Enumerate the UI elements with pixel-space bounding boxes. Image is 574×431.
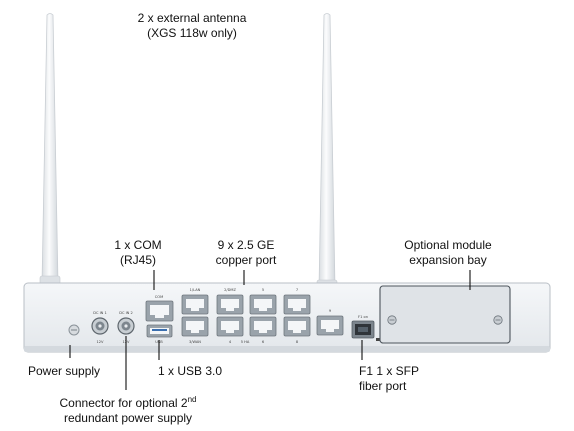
ge-label-line2: copper port [215,253,277,267]
module-label: Optional module expansion bay [392,238,504,268]
ge-label-line1: 9 x 2.5 GE [217,238,275,252]
rj45-port-bottom-2 [216,316,244,337]
port-9-text: 9 [329,309,332,313]
ge-label: 9 x 2.5 GE copper port [200,238,292,268]
connector-label: Connector for optional 2nd redundant pow… [42,392,214,426]
com-port: COM [145,295,174,322]
port-1-lan-text: 1/LAN [190,288,201,292]
com-label: 1 x COM (RJ45) [104,238,172,268]
rj45-port-top-1 [181,294,209,315]
connector-label-sup: nd [187,395,197,404]
dc-in-2-text: DC IN 2 [119,311,133,315]
antenna-label-line2: (XGS 118w only) [147,26,237,40]
rj45-port-top-4 [283,294,311,315]
module-label-line1: Optional module [404,238,492,252]
port-5-ha-text: 5 HA [241,340,250,344]
power-supply-label: Power supply [28,364,101,378]
port-2-dmz-text: 2/DMZ [224,288,236,292]
com-label-line2: (RJ45) [119,253,156,267]
port-3-wan-text: 3/WAN [189,340,201,344]
antenna-left [39,13,61,287]
usb-label: 1 x USB 3.0 [158,364,223,378]
port-8-text: 8 [296,340,299,344]
sfp-label-line2: fiber port [359,379,407,393]
connector-label-line2: redundant power supply [63,411,193,425]
com-text: COM [155,295,163,299]
port-7-text: 7 [296,288,298,292]
com-label-line1: 1 x COM [114,238,162,252]
port-5-text: 5 [262,288,264,292]
connector-label-line1: Connector for optional 2nd [42,392,214,411]
port-4-text: 4 [229,340,232,344]
rj45-port-bottom-3 [249,316,277,337]
rj45-port-bottom-4 [283,316,311,337]
rj45-port-top-3 [249,294,277,315]
dc-in-1-connector: DC IN 1 12V [91,311,109,344]
rj45-port-9 [316,315,344,336]
volt-1-text: 12V [96,340,104,344]
callout-lines [69,270,471,390]
module-expansion-bay [379,285,511,344]
rj45-port-top-2 [216,294,244,315]
antenna-right [316,13,338,291]
antenna-label-line1: 2 x external antenna [137,11,247,25]
sfp-label: F1 1 x SFP fiber port [359,364,419,394]
sfp-port: F1 on [351,315,380,341]
module-label-line2: expansion bay [409,253,487,267]
rj45-port-bottom-1 [181,316,209,337]
ground-screw [68,324,80,336]
sfp-label-line1: F1 1 x SFP [359,364,420,378]
rj45-ports [181,294,344,337]
port-6-text: 6 [262,340,265,344]
dc-in-1-text: DC IN 1 [93,311,107,315]
antenna-label: 2 x external antenna (XGS 118w only) [108,11,276,41]
ge-port-block: 1/LAN 2/DMZ 5 7 3/WAN 4 6 8 9 5 HA [189,288,332,344]
sfp-text: F1 on [358,315,368,319]
connector-label-text: Connector for optional 2 [59,396,188,410]
